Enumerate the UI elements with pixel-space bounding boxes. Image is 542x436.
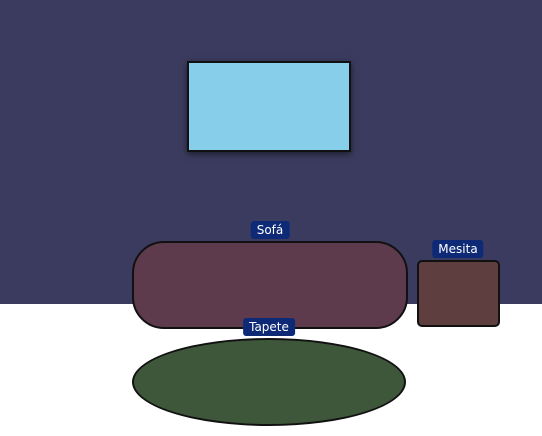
- sofa[interactable]: [132, 241, 408, 329]
- coffee-table-label: Mesita: [432, 240, 484, 258]
- coffee-table[interactable]: [417, 260, 500, 327]
- rug-label: Tapete: [243, 318, 295, 336]
- sofa-label: Sofá: [250, 221, 290, 239]
- rug[interactable]: [132, 338, 406, 426]
- window: [187, 61, 351, 152]
